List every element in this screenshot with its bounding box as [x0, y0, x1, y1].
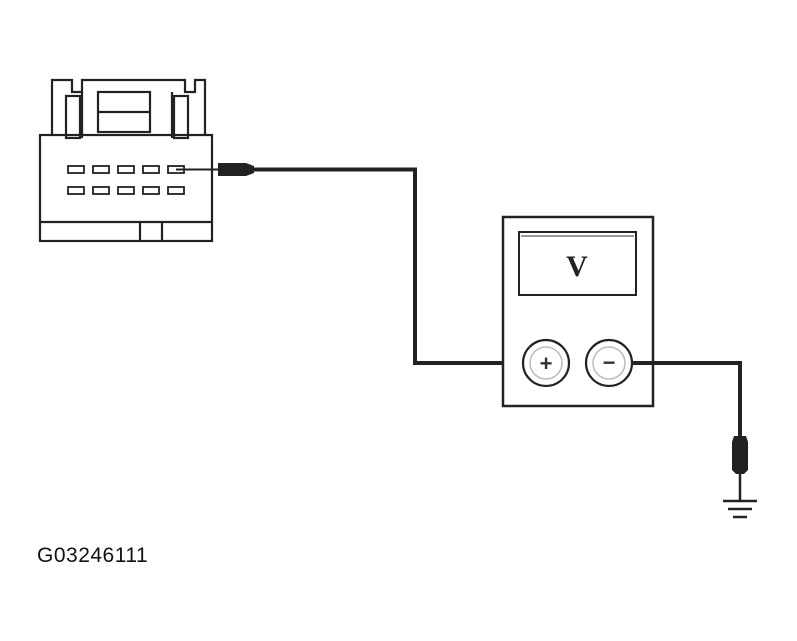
- ground-probe: [732, 436, 748, 500]
- pin-cavity: [142, 165, 160, 174]
- voltmeter-display: [518, 231, 637, 296]
- ground-icon: [723, 499, 757, 519]
- pin-cavity: [117, 165, 135, 174]
- voltmeter: V + −: [501, 215, 655, 408]
- pin-cavity: [92, 165, 110, 174]
- negative-terminal-symbol: −: [603, 350, 616, 375]
- pin-cavity: [92, 186, 110, 195]
- pin-cavity: [67, 165, 85, 174]
- positive-test-lead: [254, 167, 523, 365]
- pin-cavity: [117, 186, 135, 195]
- figure-id-label: G03246111: [37, 544, 149, 567]
- voltmeter-display-label: V: [566, 250, 588, 283]
- pin-cavity: [142, 186, 160, 195]
- back-probe: [176, 163, 254, 176]
- connector-pins: [67, 165, 185, 195]
- wiring-connector: [38, 78, 214, 243]
- positive-terminal-symbol: +: [540, 351, 553, 376]
- pin-cavity: [167, 186, 185, 195]
- pin-cavity: [67, 186, 85, 195]
- negative-test-lead: [632, 361, 742, 436]
